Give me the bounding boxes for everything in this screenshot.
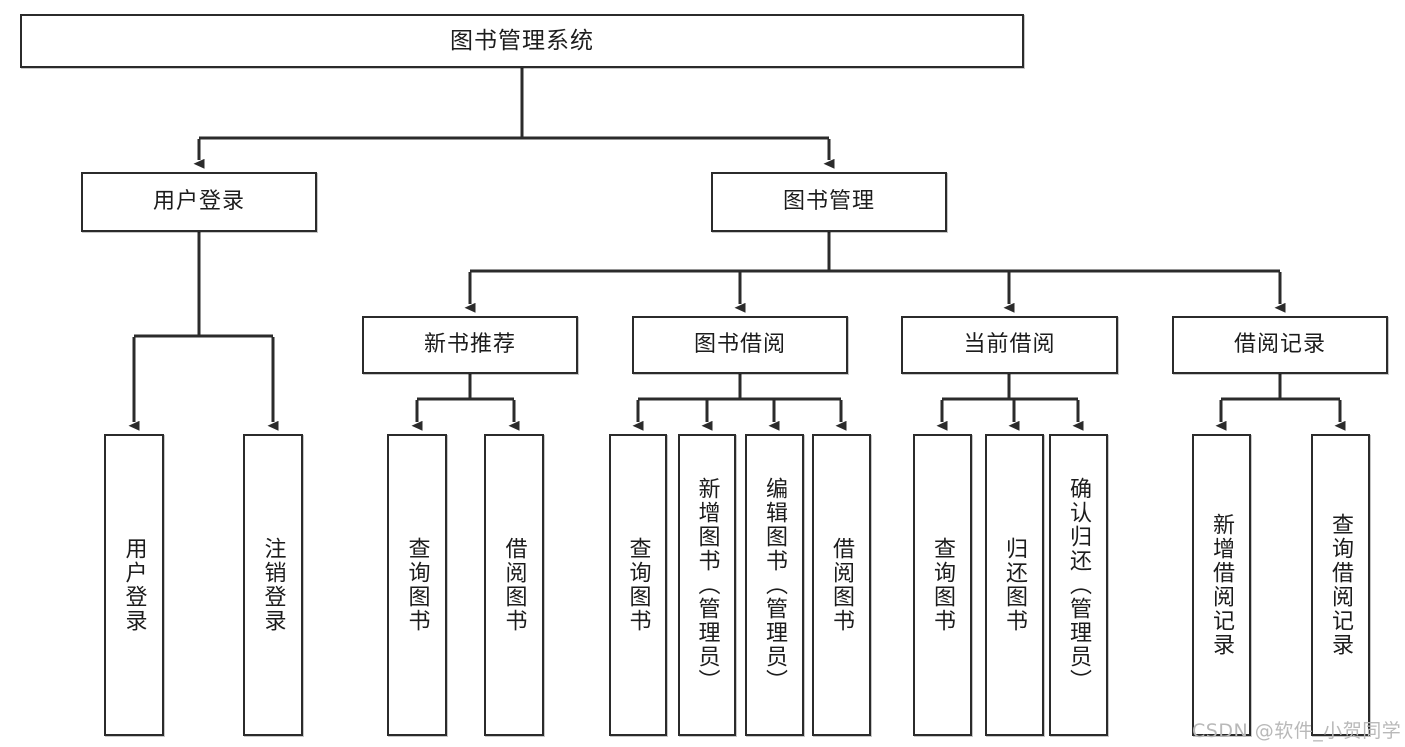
node-label: 借阅图书: [501, 537, 527, 633]
node-return-books[interactable]: 归还图书: [985, 434, 1044, 736]
node-query-books-current[interactable]: 查询图书: [913, 434, 972, 736]
node-user-logout[interactable]: 注销登录: [243, 434, 303, 736]
node-borrow-books-recommend[interactable]: 借阅图书: [484, 434, 544, 736]
node-label: 查询图书: [404, 537, 430, 633]
node-query-borrow-record[interactable]: 查询借阅记录: [1311, 434, 1370, 736]
node-label: 查询借阅记录: [1328, 513, 1354, 657]
node-user-login[interactable]: 用户登录: [81, 172, 317, 232]
node-query-books-recommend[interactable]: 查询图书: [387, 434, 447, 736]
node-label: 借阅图书: [829, 537, 855, 633]
node-label: 确认归还（管理员）: [1066, 477, 1092, 693]
node-label: 注销登录: [260, 537, 286, 633]
node-query-books-borrow[interactable]: 查询图书: [609, 434, 667, 736]
node-label: 归还图书: [1002, 537, 1028, 633]
node-label: 当前借阅: [963, 332, 1056, 358]
node-label: 图书借阅: [693, 332, 786, 358]
node-edit-book-admin[interactable]: 编辑图书（管理员）: [745, 434, 804, 736]
node-current-borrow[interactable]: 当前借阅: [901, 316, 1118, 374]
node-book-borrow[interactable]: 图书借阅: [632, 316, 848, 374]
node-add-borrow-record[interactable]: 新增借阅记录: [1192, 434, 1251, 736]
node-label: 用户登录: [152, 189, 245, 215]
node-book-management[interactable]: 图书管理: [711, 172, 947, 232]
node-label: 新增借阅记录: [1209, 513, 1235, 657]
node-label: 查询图书: [930, 537, 956, 633]
node-book-management-system[interactable]: 图书管理系统: [20, 14, 1024, 68]
node-label: 图书管理系统: [450, 27, 594, 54]
node-label: 编辑图书（管理员）: [762, 477, 788, 693]
node-borrow-books-borrow[interactable]: 借阅图书: [812, 434, 871, 736]
node-label: 查询图书: [625, 537, 651, 633]
node-borrow-record[interactable]: 借阅记录: [1172, 316, 1388, 374]
node-add-book-admin[interactable]: 新增图书（管理员）: [678, 434, 736, 736]
node-confirm-return-admin[interactable]: 确认归还（管理员）: [1049, 434, 1108, 736]
node-label: 借阅记录: [1233, 332, 1326, 358]
node-label: 新增图书（管理员）: [694, 477, 720, 693]
node-label: 图书管理: [782, 189, 875, 215]
node-label: 新书推荐: [423, 332, 516, 358]
node-new-book-recommend[interactable]: 新书推荐: [362, 316, 578, 374]
node-user-login-action[interactable]: 用户登录: [104, 434, 164, 736]
node-label: 用户登录: [121, 537, 147, 633]
